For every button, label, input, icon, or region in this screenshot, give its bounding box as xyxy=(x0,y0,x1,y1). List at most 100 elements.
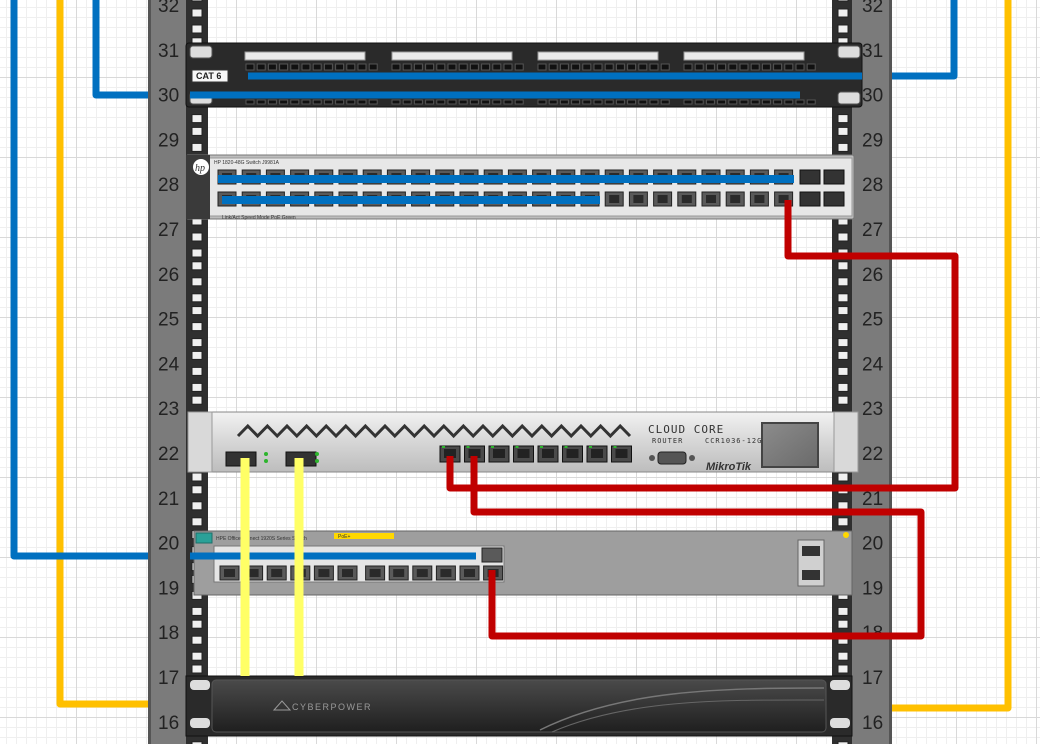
aruba-port xyxy=(481,547,503,563)
mikrotik-subtitle: ROUTER xyxy=(652,437,683,445)
rail-hole xyxy=(837,261,849,271)
rail-hole xyxy=(837,322,849,332)
cable-orange-left xyxy=(56,0,150,708)
hp-sfp-port xyxy=(799,191,821,207)
patch-port xyxy=(627,63,637,71)
zigzag-line xyxy=(236,423,632,439)
patch-port xyxy=(503,99,513,105)
mikrotik-zigzag-pattern xyxy=(236,423,632,439)
patch-port xyxy=(436,99,446,105)
hp-switch[interactable]: hp HP 1820-48G Switch J9981A Link/Act Sp… xyxy=(185,154,855,221)
patch-port xyxy=(593,63,603,71)
patch-port xyxy=(402,63,412,71)
patch-port xyxy=(638,99,648,105)
patch-port xyxy=(705,99,715,105)
patch-port xyxy=(638,63,648,71)
unit-label: 20 xyxy=(862,534,883,555)
rail-hole xyxy=(191,306,203,316)
patch-port xyxy=(425,63,435,71)
patch-port xyxy=(548,99,558,105)
patch-port xyxy=(447,63,457,71)
unit-label: 20 xyxy=(158,534,179,555)
patch-port xyxy=(694,63,704,71)
rack-rail-left-edge xyxy=(148,0,151,744)
rail-hole xyxy=(191,248,203,258)
hp-port-jack xyxy=(754,195,765,203)
cable-blue-left xyxy=(10,0,190,560)
rail-hole xyxy=(837,114,849,124)
patch-port xyxy=(469,63,479,71)
aruba-switch-model: HPE OfficeConnect 1920S Series Switch xyxy=(216,536,307,542)
rack-rail-right-outer xyxy=(852,0,892,744)
unit-label: 24 xyxy=(862,354,884,375)
ups-brand: CYBERPOWER xyxy=(292,702,372,712)
mikrotik-router[interactable]: CLOUD CORE ROUTER CCR1036-12G-4S MikroTi… xyxy=(187,411,859,473)
rail-hole xyxy=(191,382,203,392)
patch-port xyxy=(806,99,816,105)
aruba-port-jack xyxy=(224,569,235,577)
rail-hole xyxy=(191,635,203,645)
patch-port xyxy=(773,99,783,105)
patch-port xyxy=(604,63,614,71)
cable-orange-right xyxy=(890,0,1012,712)
patch-port xyxy=(245,63,255,71)
rack-rail-right-edge xyxy=(889,0,892,744)
rail-hole xyxy=(837,24,849,34)
svg-text:hp: hp xyxy=(195,163,205,174)
patch-port xyxy=(750,99,760,105)
rail-hole xyxy=(191,395,203,405)
mikrotik-port-led xyxy=(491,446,494,448)
patch-port xyxy=(795,99,805,105)
mikrotik-console-port xyxy=(649,451,695,465)
patch-port xyxy=(615,63,625,71)
patch-panel-label-strip xyxy=(683,51,805,61)
rail-hole xyxy=(837,277,849,287)
cable-blue-patch-panel xyxy=(190,72,862,99)
hp-port-jack xyxy=(730,195,741,203)
unit-label: 24 xyxy=(158,354,180,375)
patch-port xyxy=(413,99,423,105)
patch-port xyxy=(649,99,659,105)
mikrotik-model: CCR1036-12G-4S xyxy=(705,437,778,445)
unit-label: 19 xyxy=(862,578,883,599)
unit-label: 29 xyxy=(862,130,883,151)
rack-rail-left-outer xyxy=(148,0,188,744)
patch-port xyxy=(571,99,581,105)
patch-port xyxy=(559,63,569,71)
patch-port xyxy=(301,99,311,105)
rail-hole xyxy=(837,0,849,2)
patch-port xyxy=(481,63,491,71)
unit-label: 22 xyxy=(158,444,179,465)
unit-label: 21 xyxy=(862,489,883,510)
unit-label: 23 xyxy=(158,399,179,420)
rail-hole xyxy=(191,126,203,136)
unit-label: 30 xyxy=(158,86,179,107)
mikrotik-port-led xyxy=(442,446,445,448)
patch-port xyxy=(717,99,727,105)
unit-label: 21 xyxy=(158,489,179,510)
patch-port xyxy=(312,99,322,105)
patch-port xyxy=(391,63,401,71)
patch-port xyxy=(615,99,625,105)
aruba-switch[interactable]: HPE OfficeConnect 1920S Series Switch Po… xyxy=(193,530,853,596)
aruba-port-jack xyxy=(440,569,452,577)
mikrotik-port-led xyxy=(564,446,568,448)
mikrotik-title: CLOUD CORE xyxy=(648,423,724,436)
patch-port xyxy=(256,99,266,105)
mikrotik-port-jack xyxy=(591,449,603,458)
patch-port xyxy=(357,63,367,71)
patch-port xyxy=(514,63,524,71)
unit-label: 16 xyxy=(862,713,883,734)
patch-port xyxy=(683,99,693,105)
patch-port xyxy=(335,99,345,105)
patch-port xyxy=(279,63,289,71)
patch-port xyxy=(795,63,805,71)
mikrotik-port-jack xyxy=(517,449,530,458)
rail-hole xyxy=(191,664,203,674)
rail-hole xyxy=(837,664,849,674)
rail-hole xyxy=(191,0,203,2)
hp-switch-model: HP 1820-48G Switch J9981A xyxy=(214,160,280,166)
ups-unit[interactable]: CYBERPOWER xyxy=(185,675,853,737)
